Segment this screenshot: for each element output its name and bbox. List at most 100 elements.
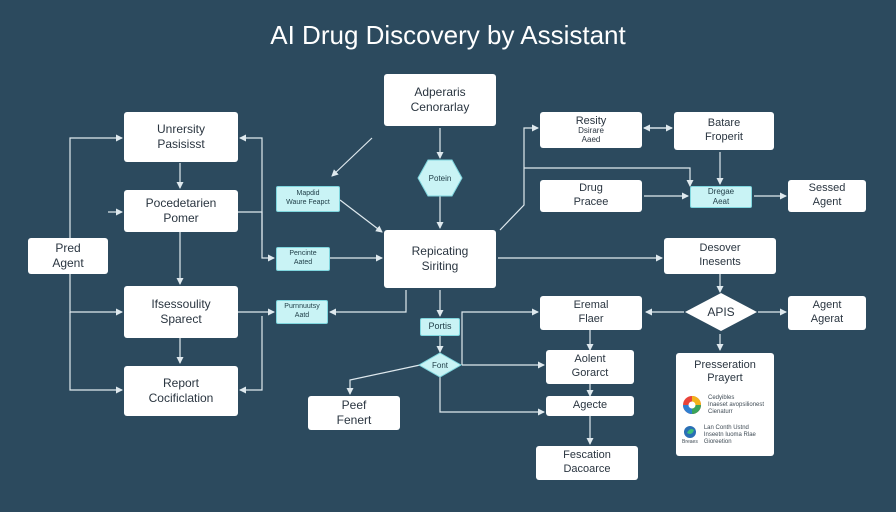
node-adperaris-label-2: Cenorarlay	[410, 100, 470, 114]
node-dregae: Dregae Aeat	[690, 186, 752, 208]
node-pred-agent: Pred Agent	[28, 238, 108, 274]
node-font: Font	[418, 352, 462, 378]
node-fescation-label-2: Dacoarce	[563, 463, 611, 475]
multicolor-wheel-icon	[683, 396, 701, 414]
node-agent-right: Agent Agerat	[788, 296, 866, 330]
presseration-row-2-caption: Breaes	[682, 439, 698, 445]
node-drug: Drug Pracee	[540, 180, 642, 212]
edge-replicating-purnnuutsy	[329, 290, 407, 316]
edge-pocedetarien-mapdid	[238, 211, 275, 262]
node-unrersity: Unrersity Pasisisst	[124, 112, 238, 162]
edge-font-eremal	[461, 308, 539, 365]
presseration-row-2-line-3: Gioreetion	[703, 438, 732, 445]
node-peef: Peef Fenert	[308, 396, 400, 430]
node-eremal-label-2: Flaer	[578, 313, 604, 325]
node-report: Report Cocificlation	[124, 366, 238, 416]
node-mapdid-label-1: Mapdid	[296, 190, 320, 198]
node-replicating-label-2: Siriting	[421, 259, 459, 273]
presseration-row-2-line-1: Lan Conth Ustnd	[703, 425, 749, 431]
node-eremal: Eremal Flaer	[540, 296, 642, 330]
edge-cyan-unrersity	[239, 134, 263, 240]
node-adperaris-label-1: Adperaris	[414, 85, 466, 99]
edge-pred-unrersity	[69, 134, 123, 245]
node-pencinte-label-2: Aated	[293, 259, 313, 266]
node-mapdid-label-2: Waure Feapct	[286, 199, 330, 206]
presseration-row-2-line-2: Inseetn Iuoma Rlae	[703, 431, 756, 438]
node-purnnuutsy-label-1: Purnnuutsy	[284, 303, 320, 311]
presseration-row-1-line-2: Inaeset avopsilionest	[708, 401, 765, 408]
node-peef-label-2: Fenert	[336, 413, 372, 427]
presseration-row-1: Cedyibles Inaeset avopsilionest Cienatur…	[682, 395, 770, 416]
node-ifsessoulity: Ifsessoulity Sparect	[124, 286, 238, 338]
presseration-row-1-line-1: Cedyibles	[708, 395, 735, 401]
edge-font-agecte	[439, 376, 545, 416]
node-presseration: Presseration Prayert Cedyibles Inaeset a…	[676, 353, 774, 456]
node-pocedetarien: Pocedetarien Pomer	[124, 190, 238, 232]
node-resity-label-3: Aaed	[581, 134, 601, 144]
node-resity-label-2: Dsirare	[578, 126, 604, 136]
node-resity: Resity Dsirare Aaed	[540, 112, 642, 148]
node-purnnuutsy-label-2: Aatd	[294, 312, 310, 319]
node-replicating-label-1: Repicating	[411, 244, 469, 258]
node-sessed: Sessed Agent	[788, 180, 866, 212]
node-fescation: Fescation Dacoarce	[536, 446, 638, 480]
node-protein-label: Potein	[428, 173, 452, 183]
node-agecte-label: Agecte	[572, 399, 608, 412]
node-batare-label-1: Batare	[707, 117, 741, 130]
node-desover: Desover Inesents	[664, 238, 776, 274]
leaf-drop-icon	[683, 426, 696, 438]
node-agent-right-label-2: Agerat	[810, 313, 844, 325]
node-portis-label: Portis	[428, 321, 452, 332]
presseration-row-1-line-3: Cienaturr	[708, 408, 733, 415]
node-peef-label-1: Peef	[341, 398, 367, 412]
node-resity-label-1: Resity	[575, 114, 607, 127]
node-portis: Portis	[420, 318, 460, 336]
node-unrersity-label-1: Unrersity	[156, 122, 205, 136]
node-drug-label-2: Pracee	[573, 196, 609, 208]
node-mapdid: Mapdid Waure Feapct	[276, 186, 340, 212]
node-pencinte: Pencinte Aated	[276, 247, 330, 271]
edge-replicating-drug	[524, 167, 694, 187]
node-desover-label-1: Desover	[699, 242, 741, 255]
node-ifsessoulity-label-2: Sparect	[160, 312, 202, 326]
node-apis-shape	[685, 293, 757, 331]
node-pred-agent-label-2: Agent	[52, 256, 84, 270]
node-batare-label-2: Froperit	[705, 131, 743, 143]
node-agecte: Agecte	[546, 396, 634, 416]
diagram-title: AI Drug Discovery by Assistant	[270, 20, 626, 50]
presseration-row-1-text: Cedyibles Inaeset avopsilionest Cienatur…	[708, 395, 764, 416]
node-sessed-label-1: Sessed	[808, 182, 846, 195]
edge-cyan-report	[239, 316, 263, 394]
node-adperaris: Adperaris Cenorarlay	[384, 74, 496, 126]
node-dregae-label-2: Aeat	[712, 197, 730, 206]
node-pocedetarien-label-1: Pocedetarien	[145, 196, 217, 210]
edge-font-peef	[346, 364, 421, 395]
node-apis-label: APIS	[707, 305, 735, 319]
edge-diag-replicating	[331, 137, 373, 177]
node-presseration-label-2: Prayert	[707, 372, 743, 385]
node-apis: APIS	[684, 292, 758, 332]
node-eremal-label-1: Eremal	[573, 299, 609, 312]
node-purnnuutsy: Purnnuutsy Aatd	[276, 300, 328, 324]
node-drug-label-1: Drug	[579, 182, 603, 195]
node-presseration-header: Presseration Prayert	[676, 359, 774, 385]
node-sessed-label-2: Agent	[812, 196, 842, 208]
edge-pred-ifsessoulity	[69, 270, 123, 316]
node-ifsessoulity-label-1: Ifsessoulity	[151, 297, 211, 311]
presseration-row-2: Breaes Lan Conth Ustnd Inseetn Iuoma Rla…	[682, 425, 770, 446]
node-report-label-2: Cocificlation	[148, 391, 214, 405]
node-unrersity-label-2: Pasisisst	[157, 137, 205, 151]
node-pencinte-label-1: Pencinte	[289, 250, 317, 258]
node-font-shape	[418, 352, 462, 378]
edge-replicating-resity	[499, 124, 539, 231]
node-fescation-label-1: Fescation	[563, 449, 611, 462]
edge-mapdid-replicating	[339, 199, 383, 233]
node-dregae-label-1: Dregae	[707, 187, 735, 196]
node-batare: Batare Froperit	[674, 112, 774, 150]
node-protein-shape	[417, 159, 463, 197]
node-aolent-label-2: Gorarct	[571, 367, 609, 379]
node-pred-agent-label-1: Pred	[55, 241, 81, 255]
node-replicating: Repicating Siriting	[384, 230, 496, 288]
node-desover-label-2: Inesents	[699, 256, 741, 268]
